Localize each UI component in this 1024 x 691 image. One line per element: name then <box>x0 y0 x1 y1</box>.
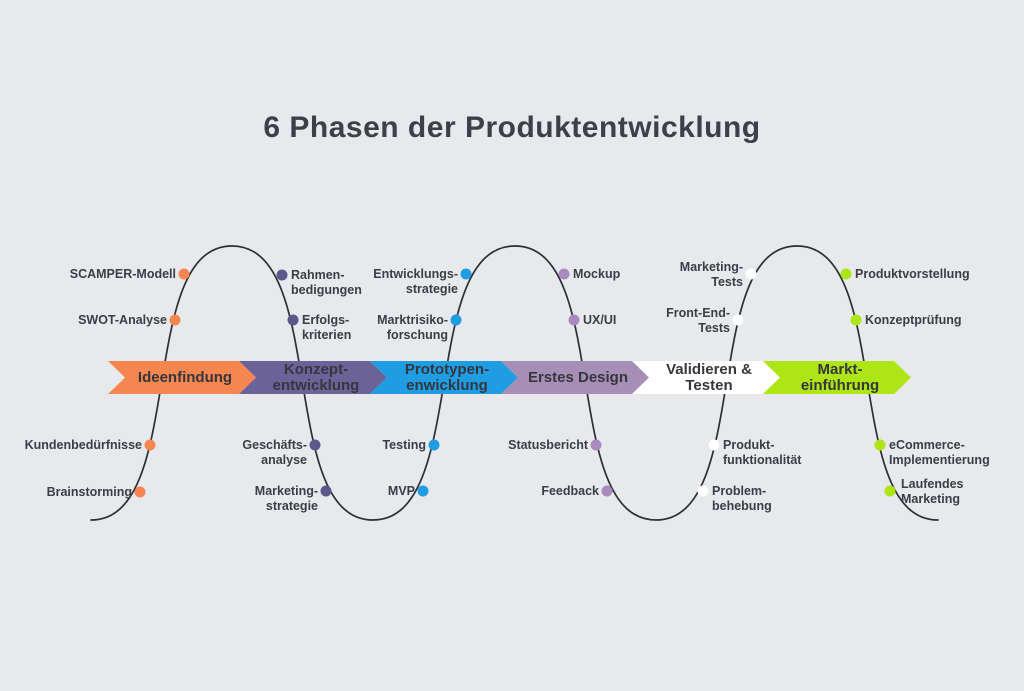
phase-arrow-label: Konzept- entwicklung <box>272 360 360 394</box>
milestone-label-statusbericht: Statusbericht <box>508 438 588 452</box>
phase-arrow-ideenfindung: Ideenfindung <box>108 361 256 394</box>
phase-arrow-label: Ideenfindung <box>137 368 233 386</box>
milestone-label-mvp: MVP <box>387 484 415 498</box>
milestone-dot-geschaeftsanalyse <box>309 439 321 451</box>
milestone-label-feedback: Feedback <box>541 484 599 498</box>
milestone-dot-produktfunktionalitaet <box>708 439 720 451</box>
milestone-label-ecommerce: eCommerce- Implementierung <box>889 438 990 467</box>
milestone-label-produktfunktionalitaet: Produkt- funktionalität <box>723 438 802 467</box>
phase-arrow-prototypenentwicklung: Prototypen- enwicklung <box>370 361 518 394</box>
milestone-label-marketingtests: Marketing- Tests <box>679 260 743 289</box>
milestone-label-swot-analyse: SWOT-Analyse <box>78 313 167 327</box>
phase-arrow-erstes-design: Erstes Design <box>501 361 649 394</box>
milestone-dot-produktvorstellung <box>840 268 852 280</box>
milestone-dot-feedback <box>601 485 613 497</box>
milestone-dot-brainstorming <box>134 486 146 498</box>
milestone-label-marketingstrategie: Marketing- strategie <box>254 484 318 513</box>
milestone-dot-entwicklungsstrategie <box>460 268 472 280</box>
milestone-dot-kundenbeduerfnisse <box>144 439 156 451</box>
milestone-label-scamper-modell: SCAMPER-Modell <box>69 267 176 281</box>
milestone-label-testing: Testing <box>382 438 426 452</box>
milestone-dot-konzeptpruefung <box>850 314 862 326</box>
milestone-dot-erfolgskriterien <box>287 314 299 326</box>
milestone-label-konzeptpruefung: Konzeptprüfung <box>865 313 962 327</box>
milestone-dot-ux-ui <box>568 314 580 326</box>
milestone-dot-marketingstrategie <box>320 485 332 497</box>
milestone-label-rahmenbedigungen: Rahmen- bedigungen <box>291 268 362 297</box>
phase-arrow-label: Prototypen- enwicklung <box>404 360 490 394</box>
milestone-label-ux-ui: UX/UI <box>583 313 617 327</box>
milestone-label-marktrisikoforschung: Marktrisiko- forschung <box>377 313 448 342</box>
milestone-dot-statusbericht <box>590 439 602 451</box>
milestone-dot-rahmenbedigungen <box>276 269 288 281</box>
phase-arrow-konzeptentwicklung: Konzept- entwicklung <box>239 361 387 394</box>
wave-path <box>90 245 939 521</box>
milestone-dot-swot-analyse <box>169 314 181 326</box>
milestone-dot-marketingtests <box>745 268 757 280</box>
page-title: 6 Phasen der Produktentwicklung <box>263 111 761 144</box>
milestone-label-frontendtests: Front-End- Tests <box>666 306 730 335</box>
milestone-label-laufendes-marketing: Laufendes Marketing <box>901 477 964 506</box>
milestone-dot-mvp <box>417 485 429 497</box>
milestone-label-geschaeftsanalyse: Geschäfts- analyse <box>242 438 307 467</box>
milestone-label-brainstorming: Brainstorming <box>46 485 132 499</box>
phase-arrow-markteinfuehrung: Markt- einführung <box>763 361 911 394</box>
phase-arrow-validieren-testen: Validieren & Testen <box>632 361 780 394</box>
milestone-label-erfolgskriterien: Erfolgs- kriterien <box>302 313 352 342</box>
milestone-label-problembehebung: Problem- behebung <box>712 484 772 513</box>
milestone-dot-problembehebung <box>697 485 709 497</box>
phase-arrow-label: Validieren & Testen <box>666 360 752 394</box>
milestone-dot-scamper-modell <box>178 268 190 280</box>
milestone-label-produktvorstellung: Produktvorstellung <box>855 267 970 281</box>
milestone-label-mockup: Mockup <box>573 267 621 281</box>
milestone-label-kundenbeduerfnisse: Kundenbedürfnisse <box>24 438 142 452</box>
milestone-dot-testing <box>428 439 440 451</box>
milestone-dot-marktrisikoforschung <box>450 314 462 326</box>
phase-arrow-label: Erstes Design <box>527 368 629 386</box>
phase-arrow-label: Markt- einführung <box>800 360 880 394</box>
milestone-dot-mockup <box>558 268 570 280</box>
milestone-label-entwicklungsstrategie: Entwicklungs- strategie <box>373 267 458 296</box>
milestone-dot-ecommerce <box>874 439 886 451</box>
milestone-dot-frontendtests <box>732 314 744 326</box>
milestone-dot-laufendes-marketing <box>884 485 896 497</box>
